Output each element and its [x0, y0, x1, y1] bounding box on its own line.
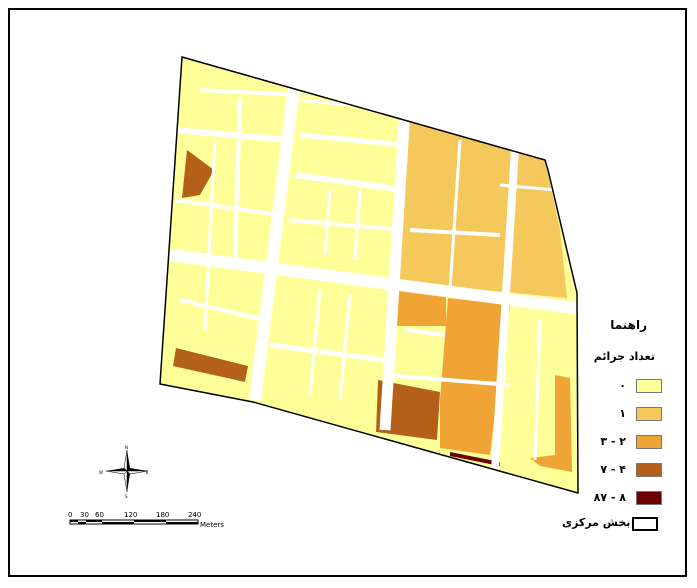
legend-swatch — [636, 407, 662, 421]
legend-swatch — [636, 463, 662, 477]
legend-item-label: ۲ - ۳ — [600, 435, 626, 448]
scale-tick-label: 0 — [68, 511, 73, 519]
legend-subtitle: تعداد جرائم — [593, 350, 655, 363]
legend-item: ۲ - ۳ — [596, 433, 662, 451]
legend-item: ۸ - ۸۷ — [593, 489, 662, 507]
legend-boundary-label: بخش مرکزی — [562, 516, 631, 529]
scale-tick-label: 180 — [156, 511, 170, 519]
legend-title: راهنما — [610, 318, 647, 332]
block-class-8-87 — [450, 452, 500, 466]
block-class-4-7 — [173, 348, 248, 382]
block-class-2-3 — [440, 298, 510, 455]
scale-tick-label: 240 — [188, 511, 202, 519]
block-class-4-7 — [182, 150, 214, 198]
legend-item-label: ۴ - ۷ — [600, 463, 626, 476]
legend-item: ۱ — [596, 405, 662, 423]
east-label: E — [146, 470, 149, 475]
scale-tick-label: 120 — [124, 511, 138, 519]
legend-item: ۰ — [596, 377, 662, 395]
district-boundary — [159, 56, 579, 494]
legend-swatch — [636, 379, 662, 393]
scale-tick-label: 30 — [80, 511, 89, 519]
north-label: N — [125, 445, 128, 450]
legend-item-label: ۰ — [619, 379, 626, 392]
scale-bar — [69, 519, 199, 525]
zone-class-1-northeast — [398, 120, 567, 298]
scale-tick-label: 60 — [95, 511, 104, 519]
block-class-2-3 — [530, 375, 572, 472]
scale-unit: Meters — [200, 521, 224, 529]
legend-item-label: ۱ — [619, 407, 626, 420]
legend-boundary-swatch — [632, 517, 658, 531]
north-arrow-icon — [105, 449, 149, 493]
west-label: W — [99, 470, 103, 475]
legend-item-label: ۸ - ۸۷ — [593, 491, 626, 504]
legend-swatch — [636, 435, 662, 449]
legend-swatch — [636, 491, 662, 505]
south-label: S — [125, 494, 128, 499]
legend-item: ۴ - ۷ — [596, 461, 662, 479]
